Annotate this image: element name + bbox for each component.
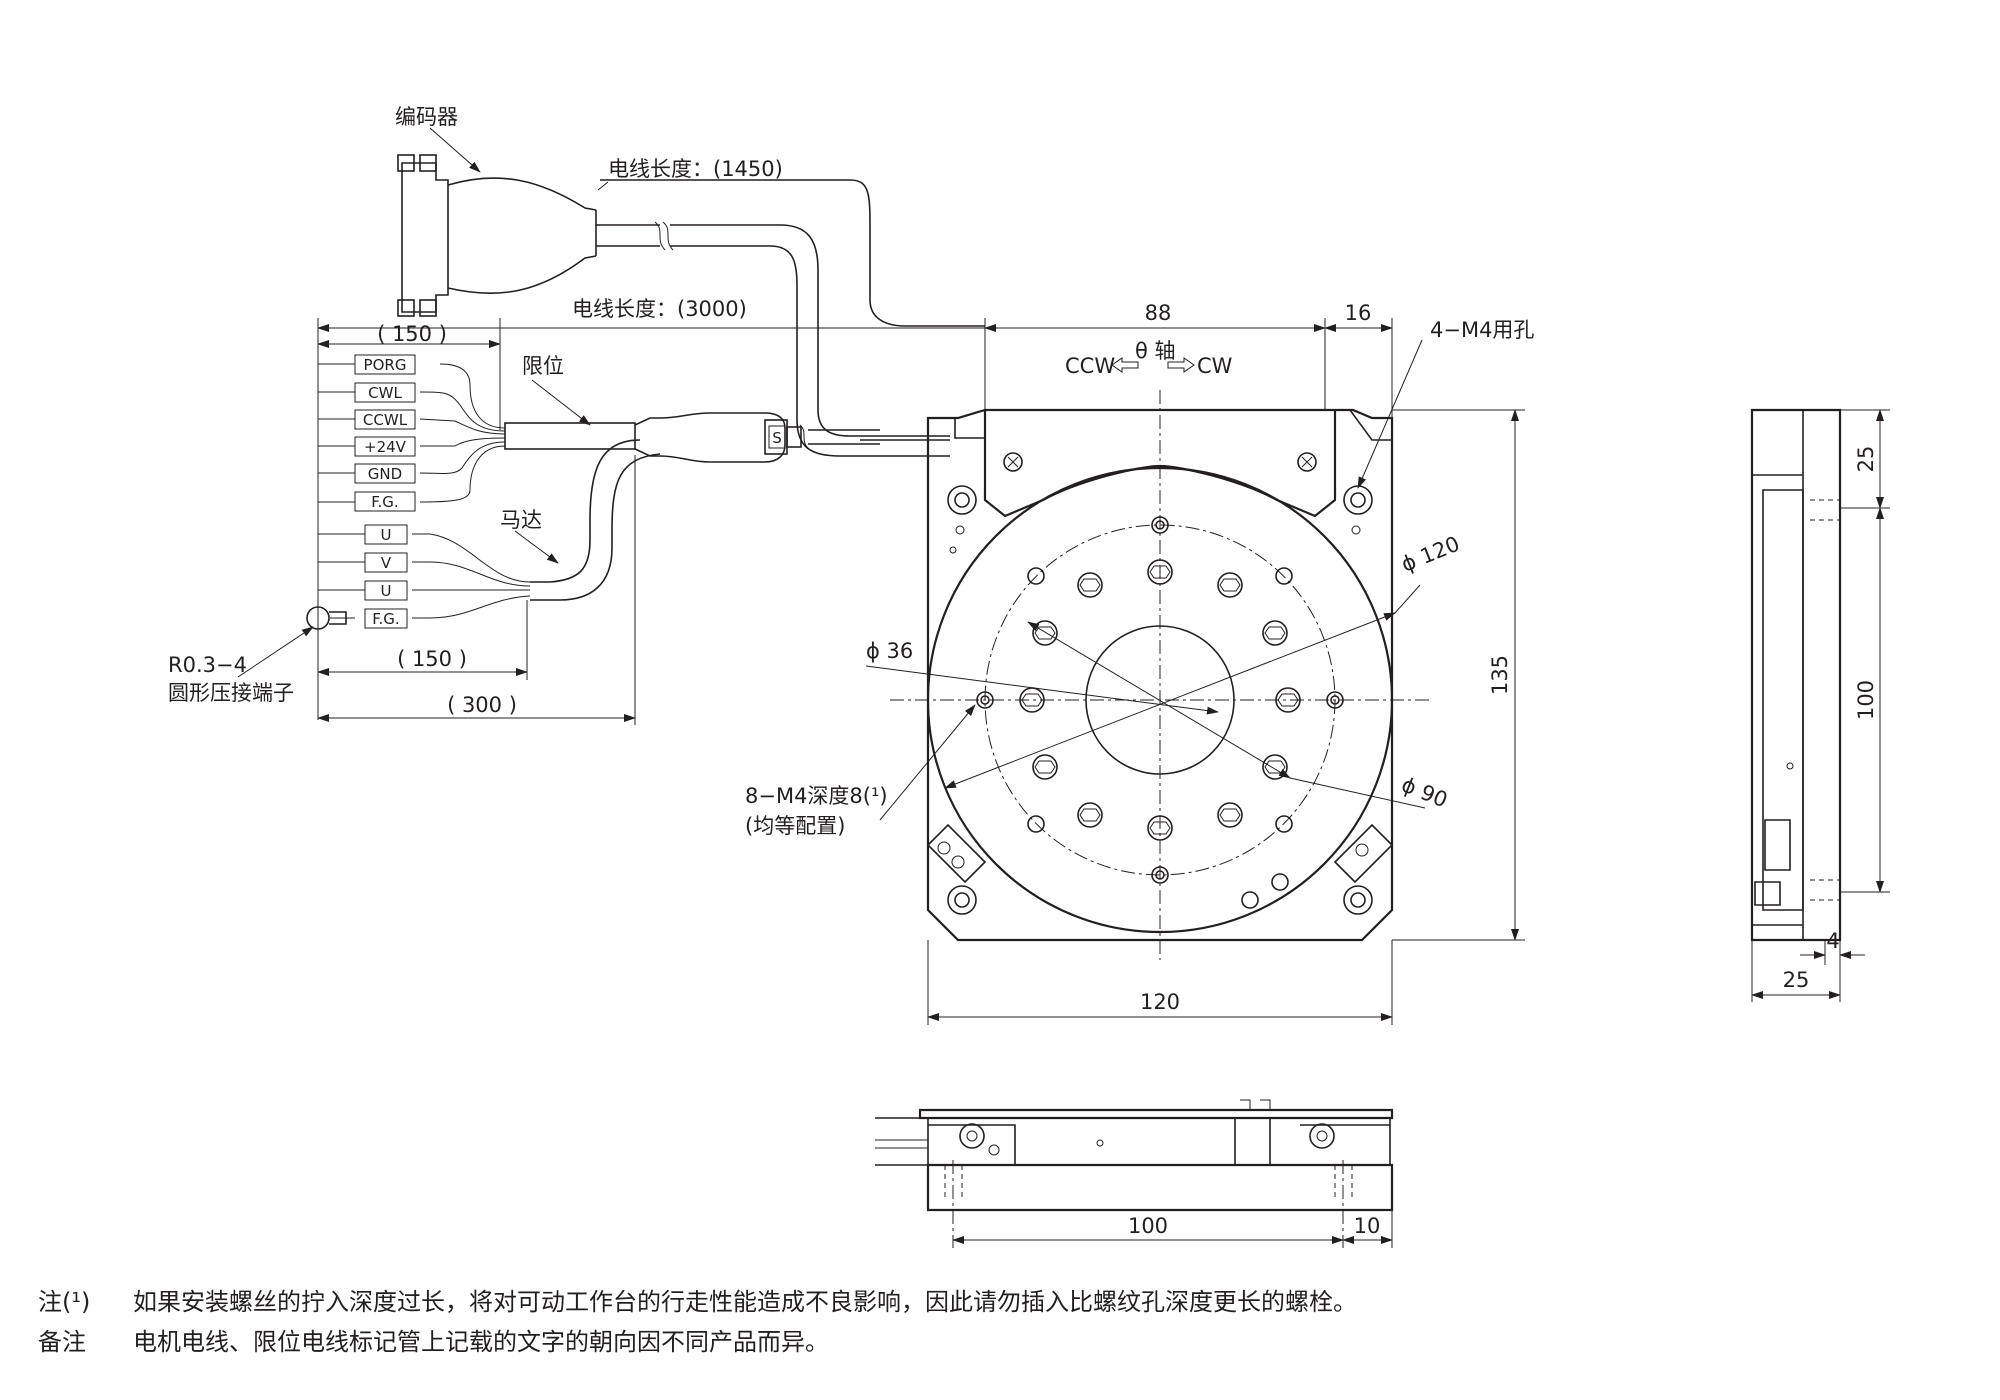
stage-front-view xyxy=(875,1099,1394,1212)
dim-side-4: 4 xyxy=(1826,929,1839,953)
limit-wire-tags: PORG CWL CCWL +24V GND F.G. xyxy=(354,354,416,512)
phi36-label: ϕ 36 xyxy=(866,639,913,663)
phi120-label: ϕ 120 xyxy=(1398,532,1463,577)
dim-side-25-bottom: 25 xyxy=(1783,968,1810,992)
m4-holes-label: 4−M4用孔 xyxy=(1430,318,1534,342)
note-key: 注(¹) xyxy=(38,1288,91,1316)
svg-text:GND: GND xyxy=(368,465,402,483)
dim-135: 135 xyxy=(1488,655,1512,695)
note-text: 如果安装螺丝的拧入深度过长，将对可动工作台的行走性能造成不良影响，因此请勿插入比… xyxy=(133,1288,1357,1316)
housing-screws xyxy=(1003,452,1317,472)
wire-tag: V xyxy=(364,552,408,573)
cable-dimensions: ( 150 ) ( 150 ) ( 300 ) xyxy=(317,318,985,725)
wire-tag: U xyxy=(364,580,408,601)
note-key: 备注 xyxy=(38,1328,86,1356)
svg-text:+24V: +24V xyxy=(364,438,407,456)
svg-text:CCWL: CCWL xyxy=(363,411,408,429)
wire-tag: GND xyxy=(354,463,416,484)
cable-length-3000-label: 电线长度：(3000) xyxy=(572,297,747,321)
front-view-dimensions: 100 10 xyxy=(952,1160,1393,1248)
svg-text:U: U xyxy=(381,526,392,544)
stage-top-view xyxy=(890,390,1430,960)
wire-tag: +24V xyxy=(354,436,416,457)
svg-text:CWL: CWL xyxy=(368,384,402,402)
dim-88: 88 xyxy=(1145,301,1172,325)
dim-16: 16 xyxy=(1345,301,1372,325)
dim-10: 10 xyxy=(1354,1214,1381,1238)
m4-depth-label-line1: 8−M4深度8(¹) xyxy=(745,784,888,808)
terminal-label-line2: 圆形压接端子 xyxy=(168,681,294,705)
svg-text:θ 轴: θ 轴 xyxy=(1135,339,1176,363)
rotation-direction-indicator: θ 轴 CCW CW xyxy=(1065,339,1233,378)
m4-depth-label-line2: (均等配置) xyxy=(745,814,845,838)
dim-150-top: ( 150 ) xyxy=(377,322,447,346)
motor-cable xyxy=(530,439,661,601)
wire-tag: F.G. xyxy=(354,491,416,512)
svg-text:F.G.: F.G. xyxy=(372,610,399,628)
wire-tag: CCWL xyxy=(354,409,416,430)
dim-150-bottom: ( 150 ) xyxy=(397,647,467,671)
wire-tag: CWL xyxy=(354,382,416,403)
corner-clamps xyxy=(926,823,1394,909)
svg-text:F.G.: F.G. xyxy=(371,493,398,511)
note-row: 备注 电机电线、限位电线标记管上记载的文字的朝向因不同产品而异。 xyxy=(38,1322,1357,1362)
dim-120: 120 xyxy=(1140,990,1180,1014)
svg-text:CCW: CCW xyxy=(1065,354,1115,378)
wire-tag: U xyxy=(364,524,408,545)
dim-side-100: 100 xyxy=(1854,680,1878,720)
dim-300: ( 300 ) xyxy=(447,693,517,717)
wire-tag: PORG xyxy=(354,354,416,375)
notes-section: 注(¹) 如果安装螺丝的拧入深度过长，将对可动工作台的行走性能造成不良影响，因此… xyxy=(38,1282,1357,1362)
cable-length-1450-label: 电线长度：(1450) xyxy=(608,157,783,181)
diameter-leaders xyxy=(865,339,1426,821)
dim-side-25: 25 xyxy=(1854,446,1878,473)
motor-wires xyxy=(306,533,531,630)
motor-label: 马达 xyxy=(500,508,542,532)
note-row: 注(¹) 如果安装螺丝的拧入深度过长，将对可动工作台的行走性能造成不良影响，因此… xyxy=(38,1282,1357,1322)
limit-wires xyxy=(318,363,506,503)
svg-text:PORG: PORG xyxy=(364,356,407,374)
svg-text:U: U xyxy=(381,582,392,600)
terminal-label-line1: R0.3−4 xyxy=(168,653,247,677)
wire-tag: F.G. xyxy=(364,608,408,629)
phi90-label: ϕ 90 xyxy=(1398,772,1451,812)
svg-text:V: V xyxy=(381,554,392,572)
top-view-dimensions: 88 16 135 120 xyxy=(927,301,1525,1025)
dim-100: 100 xyxy=(1128,1214,1168,1238)
s-marker: S xyxy=(768,425,786,449)
stage-side-view xyxy=(1750,408,1842,942)
encoder-label: 编码器 xyxy=(395,105,458,129)
motor-wire-tags: U V U F.G. xyxy=(364,524,408,629)
side-view-dimensions: 25 100 4 25 xyxy=(1751,409,1890,1002)
note-text: 电机电线、限位电线标记管上记载的文字的朝向因不同产品而异。 xyxy=(133,1328,829,1356)
svg-text:CW: CW xyxy=(1197,354,1233,378)
limit-cable xyxy=(504,412,950,463)
svg-text:S: S xyxy=(772,429,782,447)
limit-label: 限位 xyxy=(522,354,564,378)
encoder-connector xyxy=(397,154,597,317)
encoder-cable xyxy=(596,179,985,457)
